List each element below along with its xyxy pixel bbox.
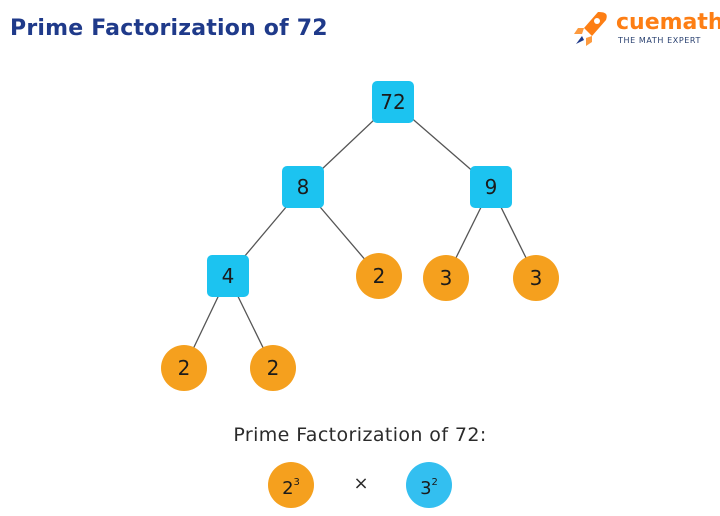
node-label: 72 <box>380 90 405 114</box>
tree-node-8: 8 <box>282 166 324 208</box>
node-label: 2 <box>373 264 386 288</box>
logo-tagline: THE MATH EXPERT <box>618 36 701 45</box>
result-label: Prime Factorization of 72: <box>233 424 487 446</box>
node-label: 4 <box>222 264 235 288</box>
tree-node-2a: 2 <box>356 253 402 299</box>
node-label: 3 <box>440 266 453 290</box>
composite-box <box>207 255 249 297</box>
prime-circle <box>513 255 559 301</box>
factor-base: 3 <box>420 478 432 499</box>
tree-node-9: 9 <box>470 166 512 208</box>
tree-node-4: 4 <box>207 255 249 297</box>
logo-wordmark: cuemath <box>616 10 720 35</box>
prime-circle <box>250 345 296 391</box>
tree-node-72: 72 <box>372 81 414 123</box>
node-label: 8 <box>297 175 310 199</box>
factor-base: 2 <box>282 478 294 499</box>
prime-circle <box>423 255 469 301</box>
node-label: 9 <box>485 175 498 199</box>
node-label: 2 <box>178 356 191 380</box>
tree-node-3a: 3 <box>423 255 469 301</box>
page-title: Prime Factorization of 72 <box>10 16 328 41</box>
factor-tree: 72 8 9 4 2 3 3 2 2 <box>161 81 559 391</box>
node-label: 2 <box>267 356 280 380</box>
factor-exponent: 3 <box>293 477 300 488</box>
tree-node-2b: 2 <box>161 345 207 391</box>
factor-power-three: 32 <box>406 462 452 508</box>
prime-circle <box>356 253 402 299</box>
prime-circle <box>161 345 207 391</box>
brand-logo: cuemath THE MATH EXPERT <box>568 6 720 50</box>
tree-nodes: 72 8 9 4 2 3 3 2 2 <box>161 81 559 391</box>
rocket-icon <box>574 12 607 46</box>
tree-node-3b: 3 <box>513 255 559 301</box>
tree-node-2c: 2 <box>250 345 296 391</box>
factor-power-two: 23 <box>268 462 314 508</box>
composite-box <box>282 166 324 208</box>
multiply-sign: × <box>353 473 369 494</box>
tree-edges <box>183 101 537 369</box>
composite-box <box>470 166 512 208</box>
node-label: 3 <box>530 266 543 290</box>
composite-box <box>372 81 414 123</box>
factor-exponent: 2 <box>431 477 438 488</box>
